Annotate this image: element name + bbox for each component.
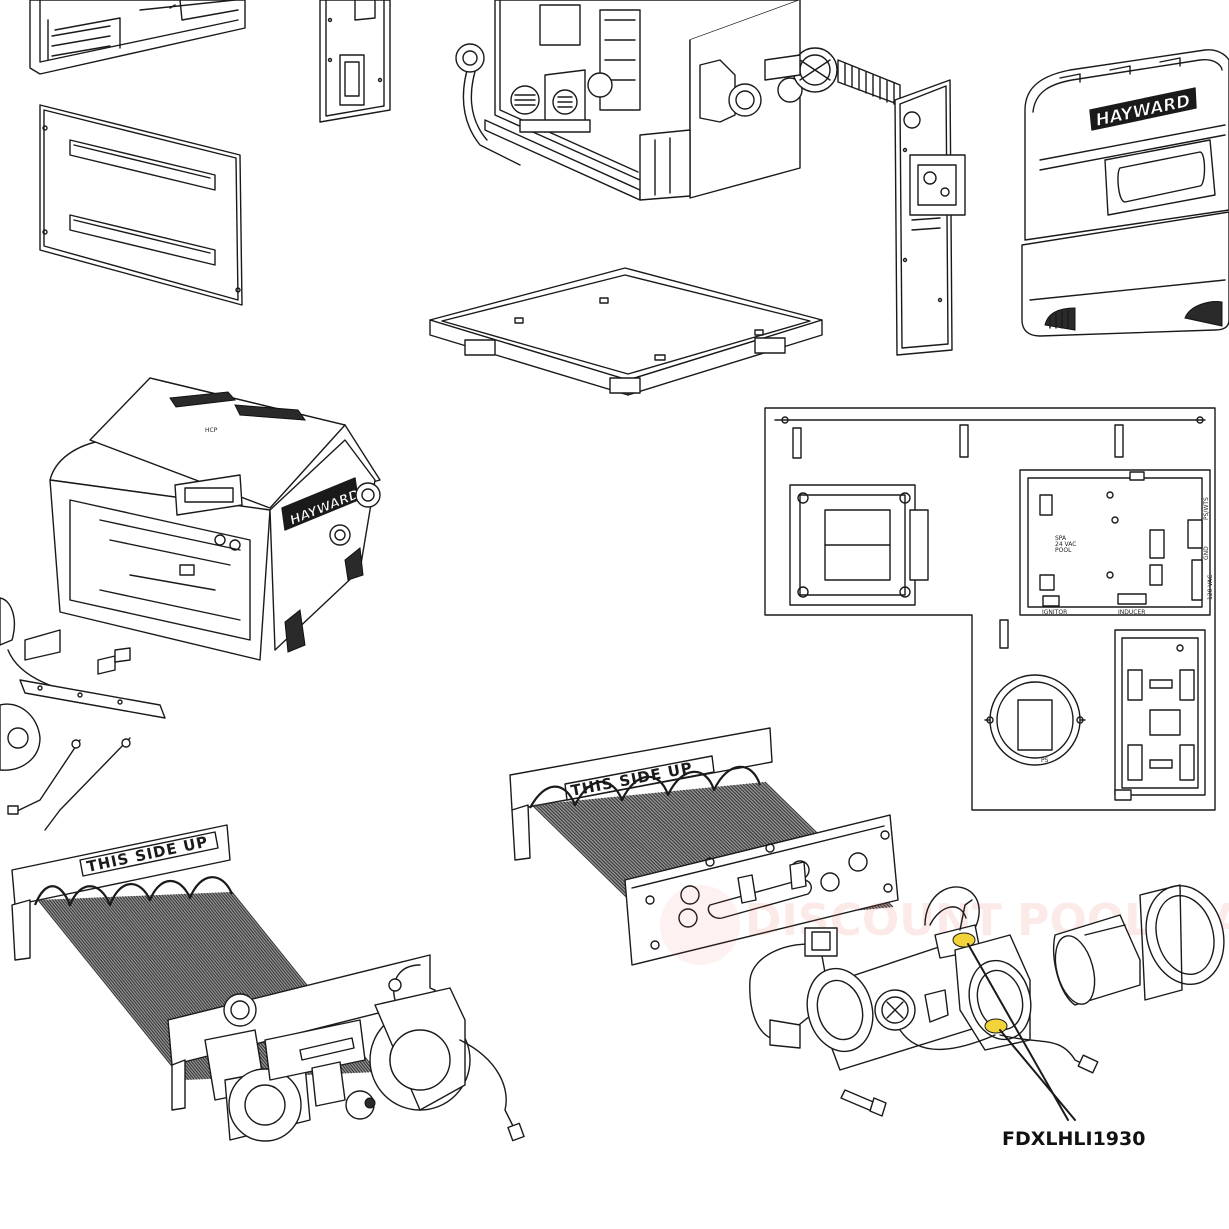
board-label-gnd: GND xyxy=(1203,546,1210,560)
board-label-24vac: 24 VAC xyxy=(1055,541,1076,548)
heat-exchanger-left: THIS SIDE UP xyxy=(11,824,525,1142)
front-door-panel: HAYWARD xyxy=(1021,49,1229,337)
manifold-header-assembly xyxy=(749,884,1225,1121)
board-label-pool: POOL xyxy=(1055,547,1072,554)
base-pan xyxy=(429,267,823,396)
part-number-callout: FDXLHLI1930 xyxy=(1002,1128,1145,1150)
control-mount-panel xyxy=(894,79,966,356)
wiring-panel: SPA 24 VAC POOL IGNITOR INDUCER GND 120 … xyxy=(764,407,1216,811)
access-panel-left xyxy=(39,104,243,306)
top-model-label: HCP xyxy=(205,427,218,434)
heat-exchanger-right: THIS SIDE UP xyxy=(509,727,899,966)
loose-parts-left xyxy=(0,597,166,831)
highlighted-sensor-top xyxy=(952,932,976,948)
heater-chassis-top xyxy=(455,0,901,201)
board-label-inducer: INDUCER xyxy=(1118,609,1145,616)
board-label-spa: SPA xyxy=(1055,535,1067,542)
side-panel-top-left xyxy=(29,0,246,75)
board-label-ps: PS xyxy=(1041,757,1049,764)
highlighted-sensor-bottom xyxy=(984,1018,1008,1034)
board-label-120vac: 120 VAC xyxy=(1207,575,1214,600)
board-label-pswts: PS/WTS xyxy=(1203,497,1210,520)
board-label-ignitor: IGNITOR xyxy=(1042,609,1067,616)
bracket-panel-top xyxy=(319,0,391,123)
assembled-heater-unit: HCP HAYWARD xyxy=(49,377,381,661)
